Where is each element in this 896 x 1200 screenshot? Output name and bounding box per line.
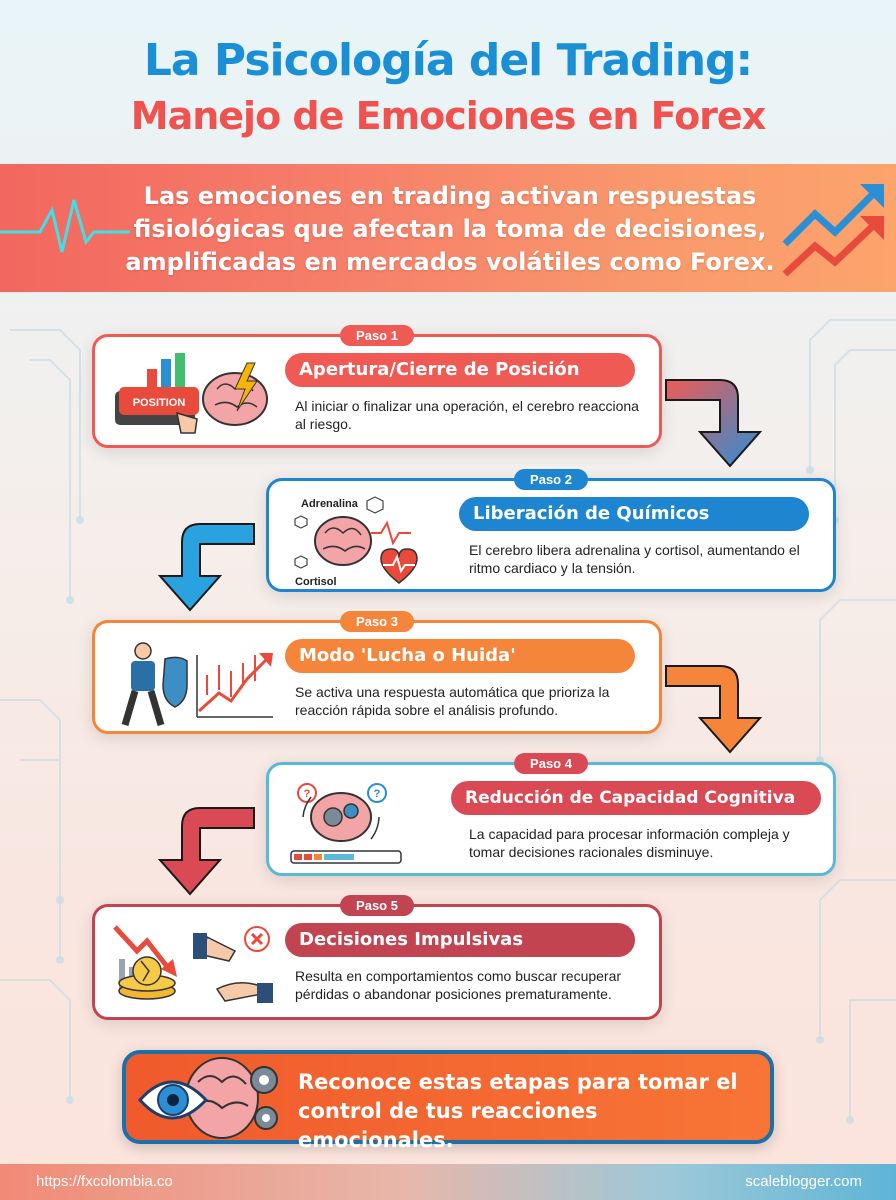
title-line-2: Manejo de Emociones en Forex [130,94,766,138]
step-card-3: Paso 3 Modo 'Lucha o Huida' Se activa un… [92,611,662,734]
title-line-1: La Psicología del Trading: [143,35,753,86]
adrenalina-label: Adrenalina [301,498,359,510]
heartbeat-icon [0,199,130,253]
eye-brain-gears-icon [137,1057,278,1139]
impulsive-decisions-illustration [113,925,273,1003]
step-card-1: Paso 1 POSITION Apertura/Cierre de Posic… [92,325,662,448]
step-badge: Paso 3 [340,611,414,632]
cta-text: Reconoce estas etapas para tomar el cont… [298,1070,738,1152]
flow-arrow-down-left [157,807,255,896]
flow-arrow-down-right [665,665,763,754]
step-title: Apertura/Cierre de Posición [285,353,635,387]
flow-arrow-down-left [157,523,255,612]
trend-arrows-icon [782,184,884,277]
step-badge: Paso 2 [514,469,588,490]
step-card-5: Paso 5 Decisiones Impulsivas Resulta en … [92,895,662,1020]
position-brain-illustration: POSITION [115,353,268,434]
step-badge: Paso 4 [514,753,588,774]
step-card-2: Paso 2 Adrenalina Cortisol Liberación de… [266,469,836,592]
intro-banner: Las emociones en trading activan respues… [0,164,896,292]
step-description: Al iniciar o finalizar una operación, el… [295,398,639,432]
step-title: Modo 'Lucha o Huida' [285,639,635,673]
page-title: La Psicología del Trading: Manejo de Emo… [0,34,896,142]
banner-text: Las emociones en trading activan respues… [125,182,775,276]
step-badge: Paso 1 [340,325,414,346]
fight-or-flight-illustration [121,642,273,726]
footer-left-link[interactable]: https://fxcolombia.co [36,1173,173,1190]
step-description: El cerebro libera adrenalina y cortisol,… [469,542,800,576]
step-description: Se activa una respuesta automática que p… [295,684,610,718]
chemicals-brain-illustration: Adrenalina Cortisol [294,496,418,588]
step-card-4: Paso 4 ? ? Reducción de Capacidad Cognit… [266,753,836,876]
step-description: La capacidad para procesar información c… [469,826,790,860]
step-title: Decisiones Impulsivas [285,923,635,957]
cortisol-label: Cortisol [295,576,337,588]
cognitive-brain-illustration: ? ? [290,783,402,864]
footer: https://fxcolombia.co scaleblogger.com [0,1164,896,1200]
step-description: Resulta en comportamientos como buscar r… [295,968,622,1002]
footer-right-link[interactable]: scaleblogger.com [745,1173,862,1190]
step-badge: Paso 5 [340,895,414,916]
step-title: Liberación de Químicos [459,497,809,531]
svg-text:?: ? [304,788,311,800]
step-title: Reducción de Capacidad Cognitiva [451,781,821,815]
flow-arrow-down-right [665,379,763,468]
position-button-label: POSITION [133,397,186,409]
call-to-action-box: Reconoce estas etapas para tomar el cont… [122,1050,774,1152]
svg-text:?: ? [374,788,381,800]
